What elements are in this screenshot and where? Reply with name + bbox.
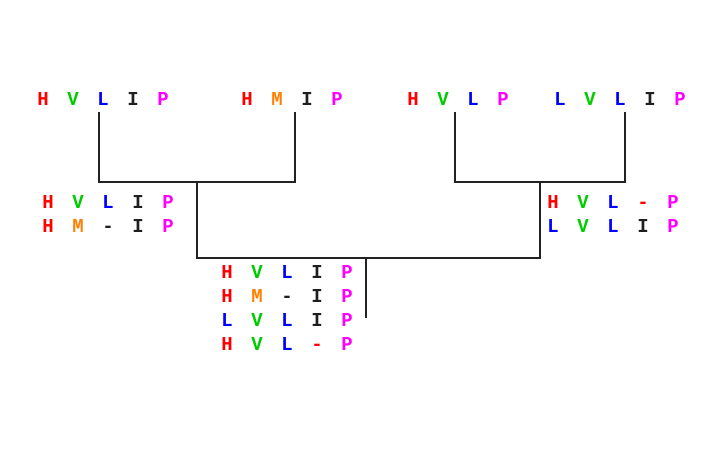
residue-char: V bbox=[251, 310, 263, 332]
tree-branch-left-down bbox=[196, 181, 198, 259]
residue-char: L bbox=[554, 89, 566, 111]
residue-char: P bbox=[497, 89, 509, 111]
residue-char: L bbox=[102, 192, 114, 214]
gap-char: - bbox=[637, 192, 649, 214]
residue-char: I bbox=[311, 262, 323, 284]
residue-char: L bbox=[547, 216, 559, 238]
residue-char: V bbox=[67, 89, 79, 111]
residue-char: P bbox=[667, 192, 679, 214]
residue-char: V bbox=[577, 216, 589, 238]
tree-tick-sequence-3 bbox=[454, 112, 456, 183]
residue-char: P bbox=[667, 216, 679, 238]
residue-char: H bbox=[407, 89, 419, 111]
residue-char: L bbox=[607, 216, 619, 238]
residue-char: H bbox=[37, 89, 49, 111]
residue-char: M bbox=[251, 286, 263, 308]
residue-char: P bbox=[674, 89, 686, 111]
residue-char: I bbox=[132, 216, 144, 238]
residue-char: I bbox=[311, 310, 323, 332]
tree-tick-sequence-2 bbox=[294, 112, 296, 183]
residue-char: L bbox=[281, 310, 293, 332]
residue-char: P bbox=[331, 89, 343, 111]
residue-char: P bbox=[162, 192, 174, 214]
residue-char: I bbox=[311, 286, 323, 308]
residue-char: L bbox=[467, 89, 479, 111]
residue-char: M bbox=[271, 89, 283, 111]
residue-char: L bbox=[97, 89, 109, 111]
residue-char: I bbox=[132, 192, 144, 214]
tree-branch-final-down bbox=[365, 257, 367, 318]
residue-char: L bbox=[281, 334, 293, 356]
residue-char: P bbox=[341, 262, 353, 284]
residue-char: P bbox=[341, 310, 353, 332]
residue-char: H bbox=[221, 334, 233, 356]
residue-char: P bbox=[157, 89, 169, 111]
residue-char: I bbox=[301, 89, 313, 111]
residue-char: M bbox=[72, 216, 84, 238]
residue-char: H bbox=[241, 89, 253, 111]
residue-char: L bbox=[614, 89, 626, 111]
residue-char: H bbox=[42, 192, 54, 214]
residue-char: H bbox=[221, 262, 233, 284]
tree-branch-root bbox=[196, 257, 541, 259]
residue-char: V bbox=[577, 192, 589, 214]
residue-char: V bbox=[251, 334, 263, 356]
residue-char: L bbox=[221, 310, 233, 332]
residue-char: I bbox=[127, 89, 139, 111]
residue-char: V bbox=[584, 89, 596, 111]
residue-char: P bbox=[162, 216, 174, 238]
residue-char: P bbox=[341, 334, 353, 356]
residue-char: V bbox=[251, 262, 263, 284]
gap-char: - bbox=[281, 286, 293, 308]
residue-char: I bbox=[644, 89, 656, 111]
tree-tick-sequence-4 bbox=[624, 112, 626, 183]
gap-char: - bbox=[311, 334, 323, 356]
residue-char: L bbox=[607, 192, 619, 214]
residue-char: L bbox=[281, 262, 293, 284]
tree-branch-right-down bbox=[539, 181, 541, 259]
residue-char: V bbox=[72, 192, 84, 214]
residue-char: P bbox=[341, 286, 353, 308]
residue-char: V bbox=[437, 89, 449, 111]
residue-char: H bbox=[42, 216, 54, 238]
residue-char: H bbox=[221, 286, 233, 308]
tree-tick-sequence-1 bbox=[98, 112, 100, 183]
residue-char: I bbox=[637, 216, 649, 238]
gap-char: - bbox=[102, 216, 114, 238]
residue-char: H bbox=[547, 192, 559, 214]
